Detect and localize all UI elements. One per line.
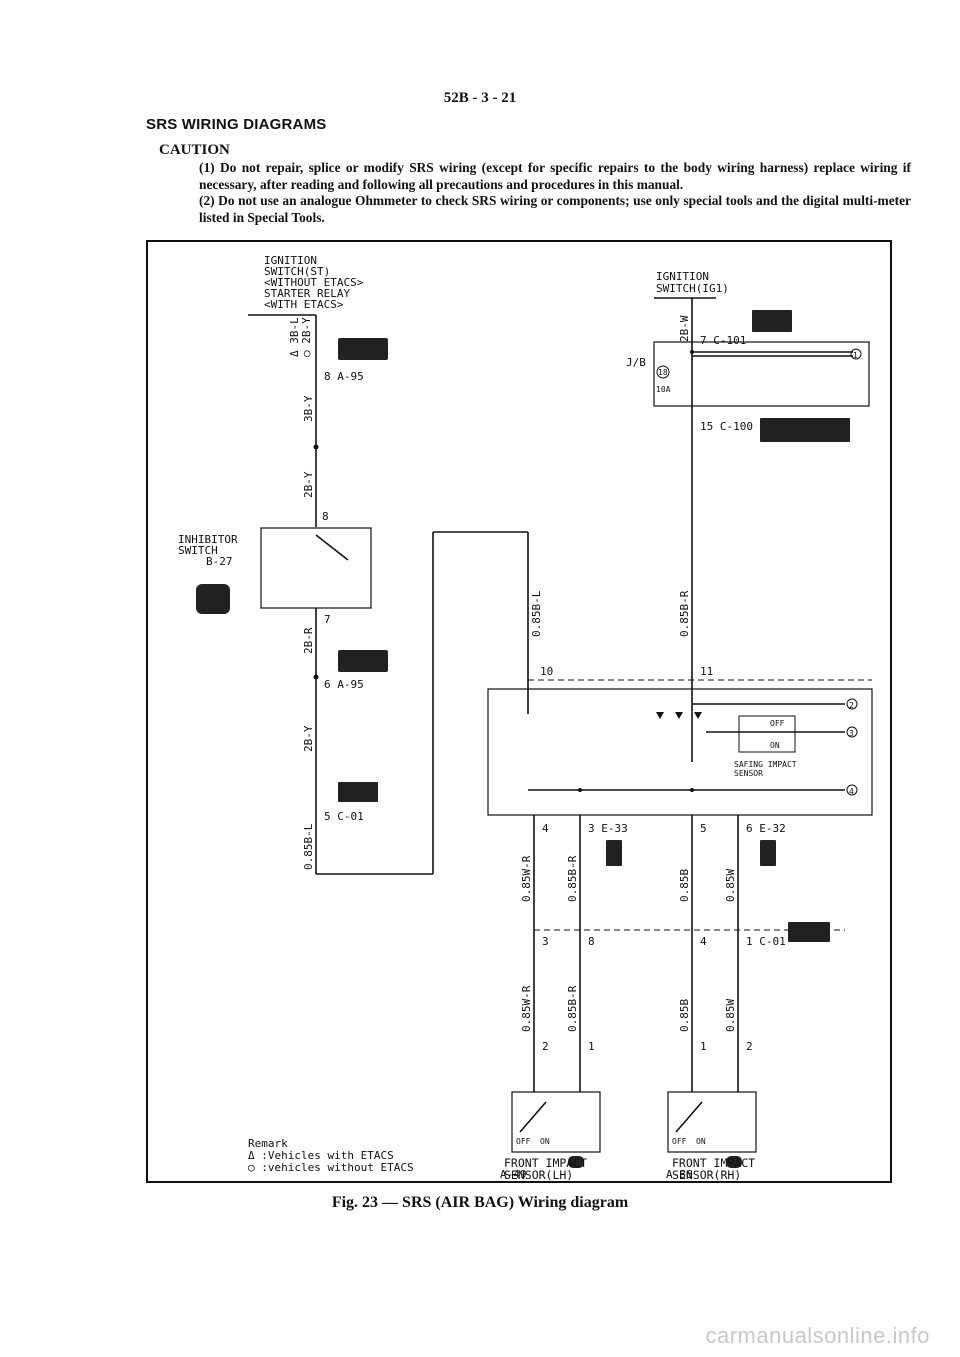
circle-4: 4 xyxy=(849,787,854,796)
watermark: carmanualsonline.info xyxy=(705,1323,930,1348)
pin-1-right: 1 xyxy=(700,1040,707,1053)
inhibitor-label-3: B-27 xyxy=(206,555,233,568)
circle-1: 1 xyxy=(853,351,858,360)
wire-085bl-mid: 0.85B-L xyxy=(530,590,543,637)
wire-085br-1: 0.85B-R xyxy=(566,855,579,902)
wire-085w-2: 0.85W xyxy=(724,999,737,1032)
front-sensor-lh-label-2: SENSOR(LH) xyxy=(504,1168,573,1182)
remark-line-2: ○ :vehicles without ETACS xyxy=(248,1161,414,1174)
wire-085w-1: 0.85W xyxy=(724,869,737,902)
conn-e33: 3 E-33 xyxy=(588,822,628,835)
pin-4b: 4 xyxy=(700,935,707,948)
pin-2-right: 2 xyxy=(746,1040,753,1053)
wire-left-top-2: ○ 2B-Y xyxy=(300,317,313,357)
wire-085b-2: 0.85B xyxy=(678,999,691,1032)
remark-line-1: Δ :Vehicles with ETACS xyxy=(248,1149,394,1162)
conn-c01-left: 5 C-01 xyxy=(324,810,364,823)
remark-title: Remark xyxy=(248,1137,288,1150)
pin-1-left: 1 xyxy=(588,1040,595,1053)
wire-085br-right: 0.85B-R xyxy=(678,590,691,637)
caution-heading: CAUTION xyxy=(159,142,230,158)
fis-lh-on: ON xyxy=(540,1137,550,1146)
safing-label-2: SENSOR xyxy=(734,769,763,778)
pin-10: 10 xyxy=(540,665,553,678)
pin-11: 11 xyxy=(700,665,713,678)
ign-st-label-5: <WITH ETACS> xyxy=(264,298,344,311)
safing-off: OFF xyxy=(770,719,785,728)
conn-c101: 7 C-101 xyxy=(700,334,746,347)
jb-label: J/B xyxy=(626,356,646,369)
wire-3by: 3B-Y xyxy=(302,395,315,422)
pin-5a: 5 xyxy=(700,822,707,835)
caution-item-1: (1) Do not repair, splice or modify SRS … xyxy=(199,160,911,192)
inhibitor-label-2: SWITCH xyxy=(178,544,218,557)
ign-st-label-1: IGNITION xyxy=(264,254,317,267)
pin-8: 8 xyxy=(322,510,329,523)
wire-085b-1: 0.85B xyxy=(678,869,691,902)
ign-st-label-2: SWITCH(ST) xyxy=(264,265,330,278)
circle-2: 2 xyxy=(849,701,854,710)
page-number: 52B - 3 - 21 xyxy=(443,90,517,106)
fuse-amp: 10A xyxy=(656,385,671,394)
wire-2bw: 2B-W xyxy=(678,315,691,342)
pin-4a: 4 xyxy=(542,822,549,835)
wire-085wr-1: 0.85W-R xyxy=(520,855,533,902)
wire-2br: 2B-R xyxy=(302,627,315,654)
fis-rh-on: ON xyxy=(696,1137,706,1146)
connector-a49: A-49 xyxy=(500,1168,527,1181)
conn-a95-top: 8 A-95 xyxy=(324,370,364,383)
inhibitor-label-1: INHIBITOR xyxy=(178,533,238,546)
wire-left-top: Δ 3B-L xyxy=(288,317,301,357)
pin-3b: 3 xyxy=(542,935,549,948)
front-sensor-rh-label-2: SENSOR(RH) xyxy=(672,1168,741,1182)
safing-label-1: SAFING IMPACT xyxy=(734,760,797,769)
wire-2by-bot: 2B-Y xyxy=(302,725,315,752)
ign-st-label-4: STARTER RELAY xyxy=(264,287,350,300)
ign-ig1-label-1: IGNITION xyxy=(656,270,709,283)
connector-a86: A-86 xyxy=(666,1168,693,1181)
pin-7: 7 xyxy=(324,613,331,626)
fis-rh-off: OFF xyxy=(672,1137,687,1146)
wiring-diagram: IGNITION SWITCH(ST) <WITHOUT ETACS> STAR… xyxy=(146,240,892,1183)
pin-2-left: 2 xyxy=(542,1040,549,1053)
section-title: SRS WIRING DIAGRAMS xyxy=(146,116,327,133)
conn-a95-bot: 6 A-95 xyxy=(324,678,364,691)
caution-item-2: (2) Do not use an analogue Ohmmeter to c… xyxy=(199,193,911,225)
pin-8b: 8 xyxy=(588,935,595,948)
wire-085wr-2: 0.85W-R xyxy=(520,985,533,1032)
figure-caption: Fig. 23 — SRS (AIR BAG) Wiring diagram xyxy=(331,1194,629,1211)
fuse-number: 18 xyxy=(658,368,668,377)
conn-c100: 15 C-100 xyxy=(700,420,753,433)
wire-085bl-left: 0.85B-L xyxy=(302,823,315,870)
front-sensor-lh-label-1: FRONT IMPACT xyxy=(504,1156,587,1170)
wiring-diagram-svg: IGNITION SWITCH(ST) <WITHOUT ETACS> STAR… xyxy=(178,254,873,1182)
front-sensor-rh-label-1: FRONT IMPACT xyxy=(672,1156,755,1170)
conn-c01-right: 1 C-01 xyxy=(746,935,786,948)
fis-lh-off: OFF xyxy=(516,1137,531,1146)
circle-3: 3 xyxy=(849,729,854,738)
wire-2by-top: 2B-Y xyxy=(302,471,315,498)
ign-st-label-3: <WITHOUT ETACS> xyxy=(264,276,364,289)
safing-on: ON xyxy=(770,741,780,750)
conn-e32: 6 E-32 xyxy=(746,822,786,835)
wire-085br-2: 0.85B-R xyxy=(566,985,579,1032)
ign-ig1-label-2: SWITCH(IG1) xyxy=(656,282,729,295)
